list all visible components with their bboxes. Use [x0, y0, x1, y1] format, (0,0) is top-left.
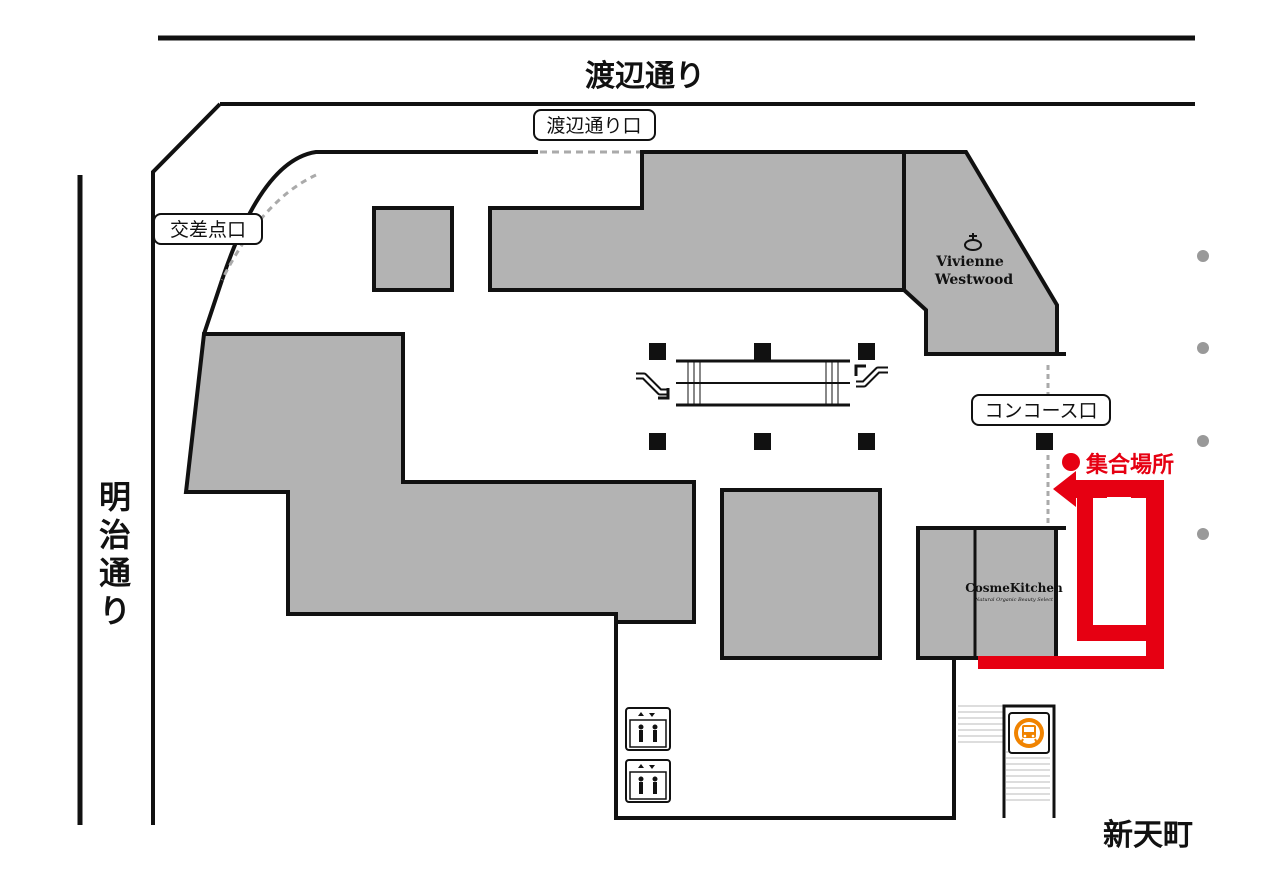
route-to-meeting-point: [978, 471, 1164, 669]
meiji-char: 治: [99, 516, 131, 554]
dot: [1197, 342, 1209, 354]
dot: [1197, 250, 1209, 262]
elevator-icon: [625, 707, 671, 751]
building-outer-edge: [151, 102, 222, 825]
concourse-entrance-label: コンコース口: [971, 394, 1111, 426]
floor-outline-north: [202, 150, 538, 335]
escalator: [676, 359, 850, 407]
orb-icon: [964, 233, 982, 251]
pillar: [754, 433, 771, 450]
shop-block-center: [720, 488, 882, 660]
pillar: [1036, 433, 1053, 450]
shop-block-small: [372, 206, 454, 292]
concourse-entrance-text: コンコース口: [984, 400, 1097, 422]
floor-outline-corner-dashed: [220, 173, 317, 281]
meiji-street-label: 明 治 通 り: [99, 478, 131, 630]
cosme-kitchen-logo: CosmeKitchen Natural Organic Beauty Sele…: [965, 581, 1063, 603]
shop-block-west: [183, 332, 696, 624]
cosme-kitchen-store: [916, 526, 1058, 660]
escalator-icon: [636, 372, 670, 400]
westwood-text: Westwood: [934, 272, 1014, 288]
dot: [1197, 435, 1209, 447]
meiji-char: 明: [99, 478, 131, 516]
pillar: [649, 343, 666, 360]
watanabe-entrance-label: 渡辺通り口: [533, 109, 656, 141]
cosme-kitchen-name: CosmeKitchen: [965, 581, 1063, 595]
side-dots: [1197, 250, 1209, 540]
dot: [1197, 528, 1209, 540]
pillar: [858, 343, 875, 360]
intersection-entrance-text: 交差点口: [170, 219, 246, 241]
meeting-point-dot: [1062, 453, 1080, 471]
intersection-entrance-label: 交差点口: [153, 213, 263, 245]
vivienne-text: Vivienne: [935, 254, 1004, 270]
cosme-kitchen-tagline: Natural Organic Beauty Select: [974, 597, 1054, 603]
subway-icon: [1008, 712, 1050, 754]
meiji-char: り: [99, 592, 131, 630]
stairs-outline: [1002, 704, 1056, 818]
watanabe-street-label: 渡辺通り: [585, 59, 705, 94]
pillar: [754, 343, 771, 360]
meeting-point-label: 集合場所: [1085, 452, 1174, 478]
vivienne-westwood-store: [902, 150, 1059, 356]
shintencho-label: 新天町: [1103, 818, 1193, 853]
pillar: [649, 433, 666, 450]
watanabe-entrance-text: 渡辺通り口: [546, 115, 641, 137]
meiji-char: 通: [99, 554, 131, 592]
escalator-icon: [854, 364, 888, 388]
vivienne-westwood-logo: Vivienne Westwood: [934, 233, 1014, 288]
shop-block-north: [488, 150, 906, 292]
meeting-point: 集合場所: [1062, 452, 1174, 478]
elevator-icon: [625, 759, 671, 803]
pillar: [858, 433, 875, 450]
pillars: [649, 343, 1053, 450]
